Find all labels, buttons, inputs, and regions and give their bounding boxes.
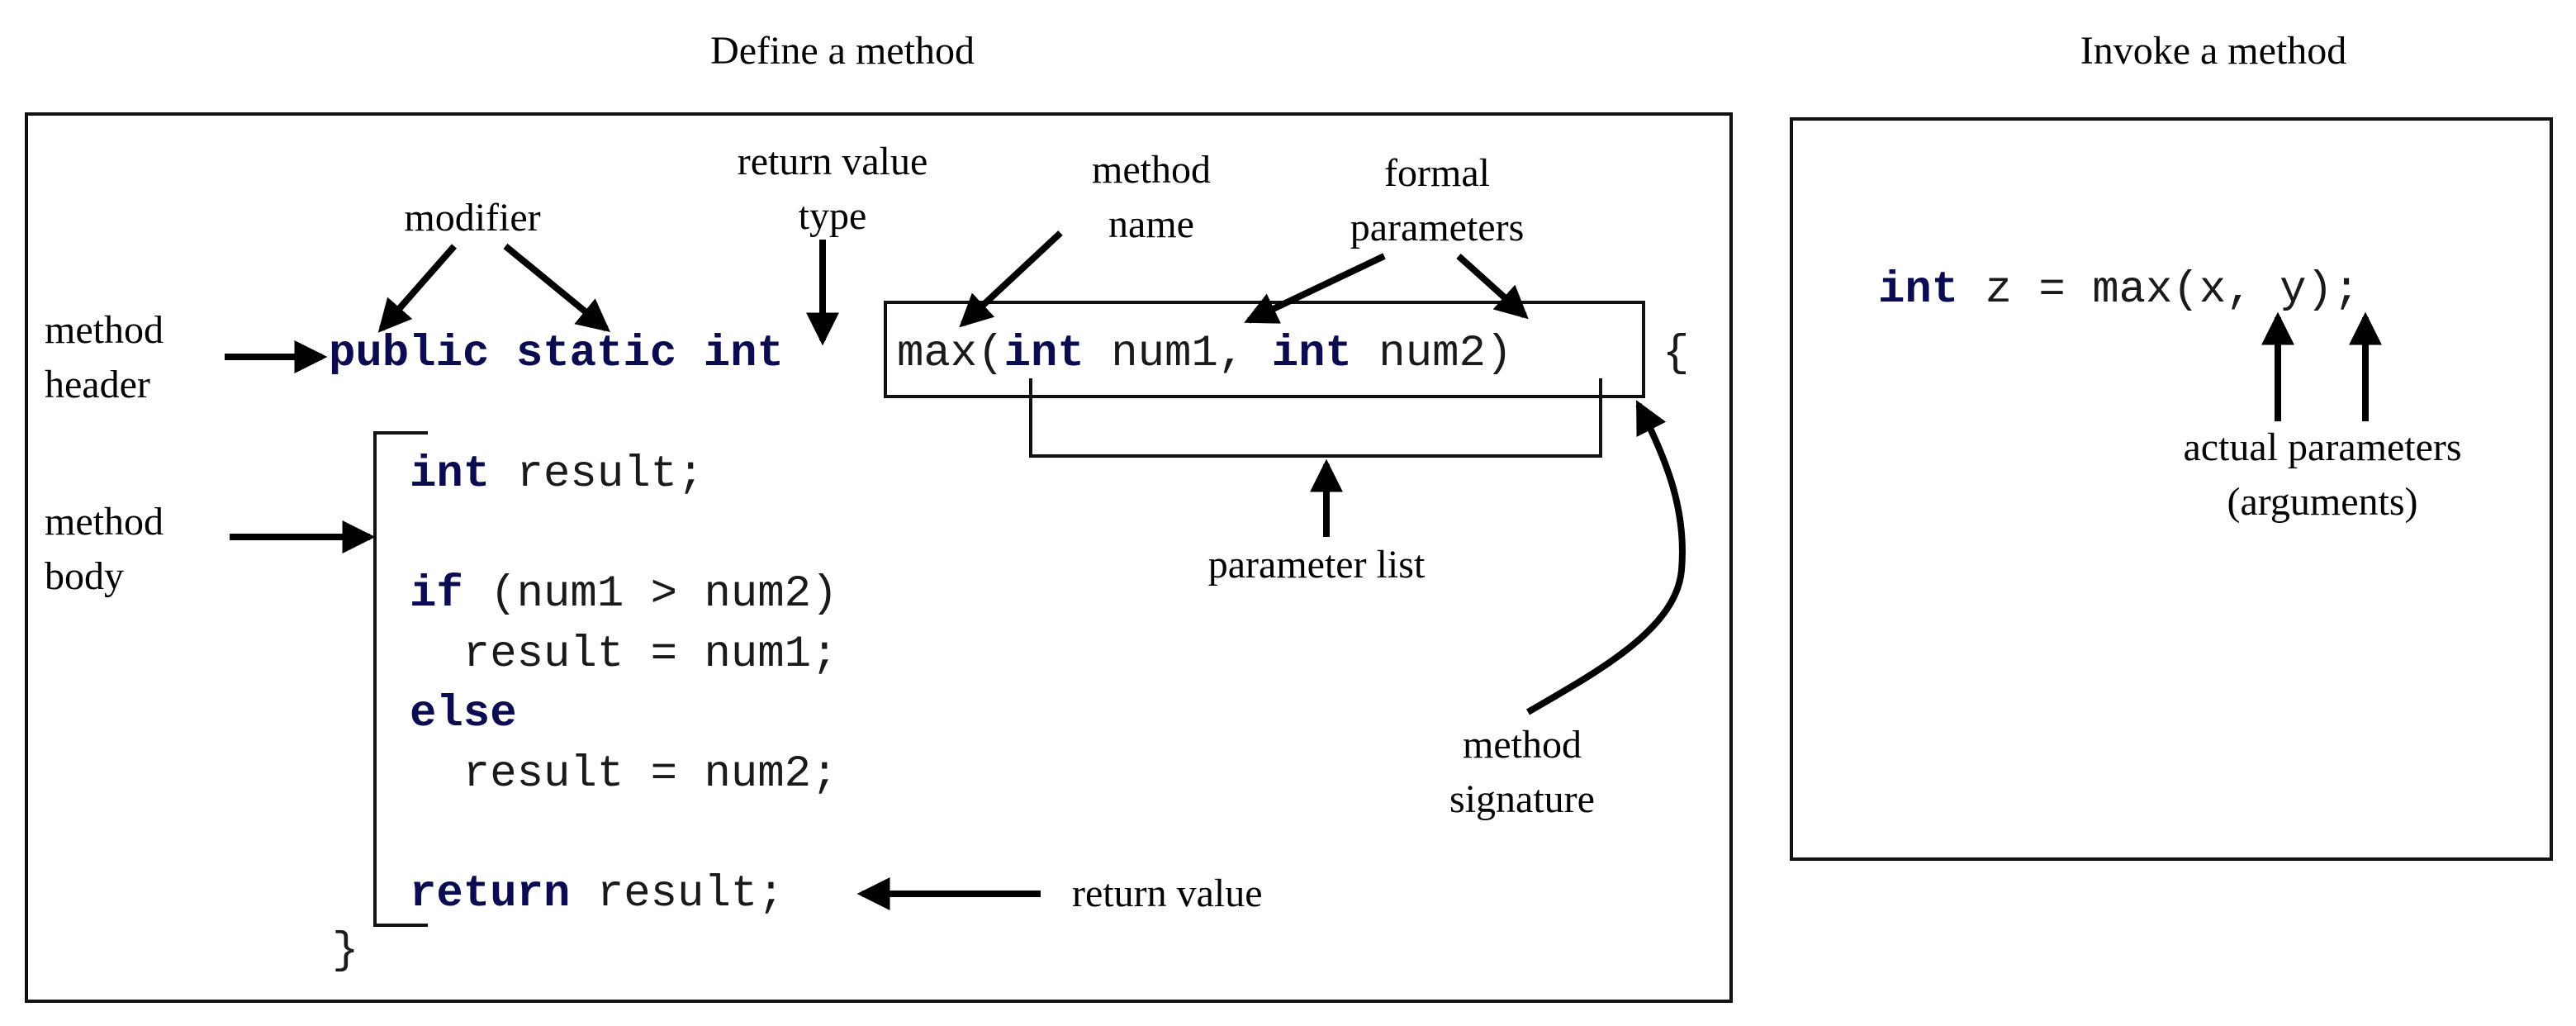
invoke-method-panel: [1790, 117, 2553, 861]
label-method-header-1: method: [45, 308, 164, 352]
label-formal-parameters-2: parameters: [1350, 206, 1525, 249]
method-header-code: public static int: [329, 332, 784, 377]
invoke-statement: z = max(x, y);: [1958, 265, 2360, 316]
keyword-public: public: [329, 329, 490, 379]
arrow-formal-param2: [1456, 254, 1529, 320]
body-line-else: else: [410, 692, 517, 737]
label-method-body-2: body: [45, 554, 124, 598]
keyword-static: static: [515, 329, 677, 379]
keyword-if: if: [410, 569, 463, 620]
keyword-int-param2: int: [1271, 329, 1352, 379]
method-name-code: max(: [897, 329, 1004, 379]
body-line-return: return result;: [410, 872, 785, 917]
define-method-title: Define a method: [710, 29, 975, 73]
body-line-assign1: result = num1;: [410, 629, 838, 680]
return-expression: result;: [570, 869, 785, 919]
label-method-signature-2: signature: [1449, 777, 1595, 821]
keyword-else: else: [410, 689, 517, 739]
label-method-body-1: method: [45, 500, 164, 544]
method-signature-code: max(int num1, int num2): [897, 332, 1512, 377]
label-method-name-1: method: [1092, 148, 1211, 192]
keyword-int: int: [703, 329, 784, 379]
param1-code: num1,: [1084, 329, 1272, 379]
label-parameter-list: parameter list: [1207, 543, 1426, 587]
invoke-code: int z = max(x, y);: [1878, 268, 2360, 313]
label-return-value: return value: [1072, 872, 1263, 915]
keyword-return: return: [410, 869, 571, 919]
arrow-modifier-public: [377, 244, 458, 333]
arrow-method-signature: [1525, 400, 1686, 715]
label-actual-parameters-1: actual parameters: [2183, 425, 2462, 469]
label-return-value-type-2: type: [798, 194, 867, 238]
label-return-value-type-1: return value: [737, 140, 928, 183]
arrow-method-name: [959, 230, 1063, 328]
arrow-modifier-static: [503, 243, 610, 333]
label-modifier: modifier: [404, 196, 541, 240]
arrow-formal-param1: [1244, 253, 1386, 324]
label-method-name-2: name: [1108, 202, 1194, 246]
label-actual-parameters-2: (arguments): [2227, 480, 2418, 524]
define-method-panel: [25, 112, 1733, 1003]
invoke-method-title: Invoke a method: [2080, 29, 2347, 73]
keyword-int-invoke: int: [1878, 265, 1959, 316]
keyword-int-result: int: [410, 449, 491, 500]
if-condition: (num1 > num2): [463, 569, 838, 620]
result-declaration: result;: [490, 449, 704, 500]
close-brace: }: [332, 926, 359, 976]
method-body-bracket: [373, 431, 428, 927]
label-formal-parameters-1: formal: [1384, 151, 1490, 195]
parameter-list-bracket: [1029, 378, 1602, 458]
body-line-declaration: int result;: [410, 453, 704, 497]
param2-code: num2): [1351, 329, 1513, 379]
body-line-if: if (num1 > num2): [410, 572, 838, 617]
open-brace: {: [1663, 329, 1690, 379]
keyword-int-param1: int: [1003, 329, 1084, 379]
label-method-header-2: header: [45, 363, 150, 406]
label-method-signature-1: method: [1463, 723, 1582, 767]
body-line-assign2: result = num2;: [410, 749, 838, 800]
